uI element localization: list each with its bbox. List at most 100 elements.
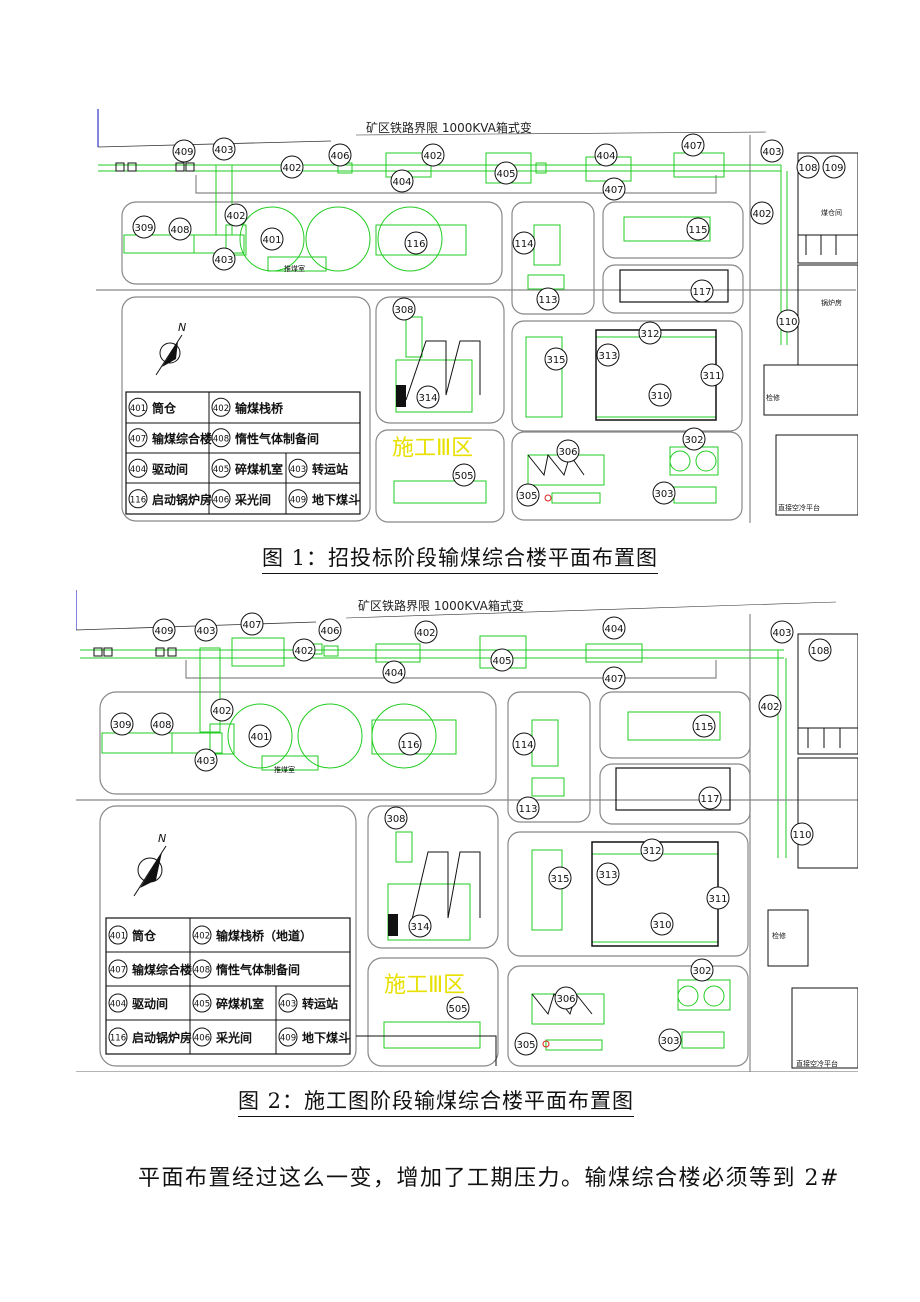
boundary-label: 矿区铁路界限 1000KVA箱式变 [358, 598, 524, 613]
svg-text:314: 314 [410, 922, 429, 933]
tag-409: 409 [172, 139, 196, 163]
svg-text:113: 113 [518, 804, 537, 815]
tag-403: 403 [770, 620, 794, 644]
svg-text:407: 407 [130, 434, 146, 444]
tag-311: 311 [706, 886, 730, 910]
tag-110: 110 [790, 822, 814, 846]
tag-403: 403 [212, 137, 236, 161]
tag-306: 306 [556, 439, 580, 463]
right-label-1: 煤仓间 [821, 208, 842, 217]
tag-113: 113 [536, 287, 560, 311]
tag-117: 117 [698, 786, 722, 810]
tag-315: 315 [544, 347, 568, 371]
svg-text:116: 116 [110, 1034, 126, 1044]
tag-407: 407 [602, 666, 626, 690]
svg-text:碎煤机室: 碎煤机室 [235, 461, 283, 476]
svg-text:403: 403 [214, 255, 233, 266]
tag-303: 303 [652, 481, 676, 505]
tag-314: 314 [408, 914, 432, 938]
svg-text:402: 402 [212, 706, 231, 717]
tag-315: 315 [548, 866, 572, 890]
svg-text:404: 404 [596, 151, 615, 162]
figure-1-caption: 图 1：招投标阶段输煤综合楼平面布置图 [262, 542, 659, 574]
tag-311: 311 [700, 363, 724, 387]
tag-406: 406 [318, 618, 342, 642]
north-label: N [158, 832, 166, 845]
tag-308: 308 [384, 806, 408, 830]
svg-text:405: 405 [194, 1000, 210, 1010]
tag-406: 406 [328, 143, 352, 167]
svg-text:407: 407 [110, 966, 126, 976]
tag-404: 404 [594, 143, 618, 167]
right-label-1: 检修 [772, 931, 786, 940]
tag-403: 403 [194, 618, 218, 642]
tag-402: 402 [758, 694, 782, 718]
svg-text:筒仓: 筒仓 [132, 928, 157, 943]
tag-113: 113 [516, 796, 540, 820]
tag-306: 306 [554, 986, 578, 1010]
svg-text:碎煤机室: 碎煤机室 [216, 996, 264, 1011]
figure-1-drawing: 矿区铁路界限 1000KVA箱式变 [96, 109, 858, 523]
svg-text:309: 309 [112, 720, 131, 731]
svg-text:110: 110 [778, 317, 797, 328]
svg-text:306: 306 [558, 447, 577, 458]
boundary-label: 矿区铁路界限 1000KVA箱式变 [366, 120, 532, 135]
svg-text:315: 315 [550, 874, 569, 885]
legend-entry-405: 405 碎煤机室 [211, 458, 283, 478]
svg-text:406: 406 [330, 151, 349, 162]
svg-text:407: 407 [604, 674, 623, 685]
svg-text:409: 409 [174, 147, 193, 158]
svg-text:308: 308 [394, 305, 413, 316]
tag-116: 116 [404, 231, 428, 255]
svg-text:315: 315 [546, 355, 565, 366]
tag-403: 403 [760, 139, 784, 163]
tag-110: 110 [776, 309, 800, 333]
tag-408: 408 [150, 712, 174, 736]
tag-115: 115 [686, 217, 710, 241]
svg-text:地下煤斗: 地下煤斗 [312, 492, 360, 507]
tag-108: 108 [796, 155, 820, 179]
svg-text:惰性气体制备间: 惰性气体制备间 [216, 962, 300, 977]
svg-text:402: 402 [226, 211, 245, 222]
svg-text:402: 402 [752, 209, 771, 220]
svg-text:505: 505 [448, 1004, 467, 1015]
svg-text:115: 115 [688, 225, 707, 236]
tag-407: 407 [681, 133, 705, 157]
svg-text:115: 115 [694, 722, 713, 733]
zone-label: 施工Ⅲ区 [392, 436, 473, 461]
tag-505: 505 [446, 996, 470, 1020]
svg-text:405: 405 [213, 465, 229, 475]
svg-text:313: 313 [598, 351, 617, 362]
svg-text:117: 117 [700, 794, 719, 805]
tag-308: 308 [392, 297, 416, 321]
svg-text:403: 403 [214, 145, 233, 156]
svg-text:驱动间: 驱动间 [132, 996, 168, 1011]
tag-407: 407 [602, 177, 626, 201]
svg-text:输煤综合楼: 输煤综合楼 [152, 431, 212, 446]
svg-text:408: 408 [152, 720, 171, 731]
tag-312: 312 [640, 838, 664, 862]
svg-text:驱动间: 驱动间 [152, 461, 188, 476]
svg-text:409: 409 [290, 495, 306, 505]
svg-text:404: 404 [384, 668, 403, 679]
svg-text:303: 303 [654, 489, 673, 500]
svg-text:401: 401 [250, 732, 269, 743]
legend-entry-407: 407 输煤综合楼 [128, 428, 212, 448]
svg-text:306: 306 [556, 994, 575, 1005]
tag-409: 409 [152, 618, 176, 642]
tag-404: 404 [602, 616, 626, 640]
north-label: N [178, 321, 186, 334]
